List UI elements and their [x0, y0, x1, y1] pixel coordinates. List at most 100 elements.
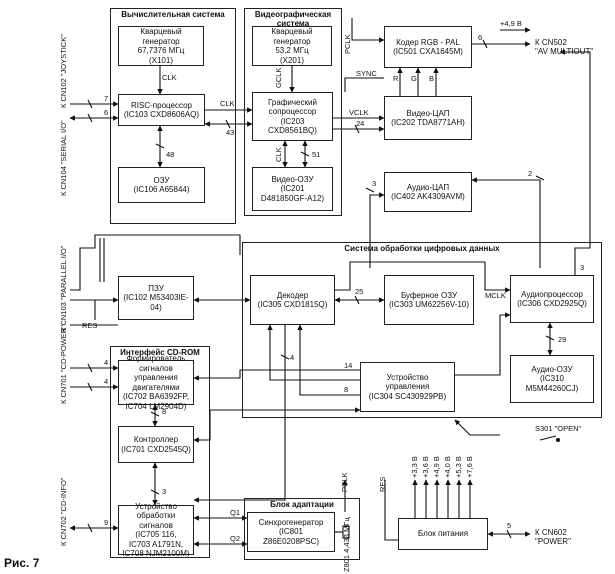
label-n4c: 4 — [104, 377, 109, 386]
block-line: Аудио-ЦАП — [406, 182, 450, 192]
block-line: Видео-ОЗУ — [271, 174, 314, 184]
block-line: Графический — [268, 97, 317, 107]
label-q2: Q2 — [230, 534, 241, 543]
block-line: Формирователь — [126, 354, 186, 363]
block-line: (IC702 BA6392FP, — [122, 392, 190, 401]
block-line: (IC701 CXD2545Q) — [121, 444, 191, 454]
block-line: 67,7376 МГц — [137, 46, 185, 55]
block-line: (IC305 CXD1815Q) — [257, 300, 328, 309]
group-compute: Вычислительная система — [110, 8, 236, 224]
label-clk-vram: CLK — [274, 147, 283, 162]
connector-cn702: К CN702 "CD-INFO" — [59, 477, 68, 546]
connector-cn602: К CN602 "POWER" — [535, 528, 571, 546]
label-gclk: GCLK — [274, 67, 283, 88]
block-line: Декодер — [276, 290, 309, 300]
block-line: Кварцевый генератор — [140, 27, 182, 46]
block-line: Z86E0208PSC) — [262, 536, 320, 546]
block-line: управления — [385, 382, 430, 392]
block-line: Буферное ОЗУ — [400, 290, 458, 300]
block-line: обработки сигналов — [136, 511, 176, 530]
block-line: (IC306 CXD2925Q) — [517, 299, 587, 308]
label-n3c: 3 — [162, 487, 167, 496]
block-line: (IC203 CXD8561BQ) — [268, 116, 317, 136]
block-adac: Аудио-ЦАП(IC402 AK4309AVM) — [384, 172, 472, 212]
block-line: (IC201 — [280, 184, 305, 194]
label-clk-risc: CLK — [162, 73, 177, 82]
connector-line: К CN502 — [535, 38, 567, 47]
label-xtal3: Z801 4,433 МГц — [342, 517, 351, 572]
block-line: Устройство — [135, 501, 177, 511]
block-aproc: Аудиопроцессор(IC306 CXD2925Q) — [510, 275, 594, 323]
group-digital: Система обработки цифровых данных — [242, 242, 602, 418]
group-title: Видеографическая система — [254, 10, 332, 28]
label-mclk: MCLK — [485, 291, 506, 300]
label-n5: 5 — [507, 521, 512, 530]
label-q1: Q1 — [230, 508, 241, 517]
block-line: (IC103 CXD8606AQ) — [123, 110, 200, 119]
group-video: Видеографическая система — [244, 8, 342, 216]
block-line: ОЗУ — [153, 175, 170, 185]
block-line: IC703 A1791N, — [128, 539, 184, 549]
rail-label: +4,0 В — [443, 456, 452, 478]
label-g: G — [411, 74, 417, 83]
block-line: Устройство — [386, 372, 429, 382]
rail-label: +4,9 В — [432, 456, 441, 478]
group-title: Вычислительная система — [121, 10, 225, 19]
group-adapt: Блок адаптации — [244, 498, 360, 560]
label-n48: 48 — [166, 150, 175, 159]
block-line: Синхрогенератор — [258, 517, 324, 527]
label-n3b: 3 — [580, 263, 585, 272]
label-n8b: 8 — [162, 407, 167, 416]
block-line: Видео-ЦАП — [406, 108, 450, 118]
label-clk-gpu: CLK — [220, 99, 235, 108]
block-line: RISC-процессор — [131, 100, 192, 110]
group-title: Блок адаптации — [270, 500, 334, 509]
block-line: D481850GF-A12) — [260, 193, 325, 203]
block-line: IC708 NJM2100M) — [122, 549, 190, 558]
block-line: Кварцевый генератор — [271, 27, 313, 46]
label-n3a: 3 — [372, 179, 377, 188]
label-n43: 43 — [226, 128, 235, 137]
block-line: (IC102 M53403IE-04) — [123, 293, 189, 312]
block-line: Кодер RGB - PAL — [396, 37, 460, 47]
label-v49: +4,9 В — [500, 19, 522, 28]
rail-label: +7,6 В — [465, 456, 474, 478]
label-pclk-top: PCLK — [343, 34, 352, 54]
label-res-left: RES — [82, 321, 98, 330]
connector-cn104: К CN104 "SERIAL I/O" — [59, 120, 68, 196]
block-line: (IC310 M5M44260CJ) — [525, 374, 579, 393]
group-title: Интерфейс CD-ROM — [120, 348, 200, 357]
connector-line: "AV MULTIOUT" — [535, 47, 594, 56]
label-res-bottom: RES — [378, 476, 387, 492]
label-n6b: 6 — [478, 33, 483, 42]
block-vdac: Видео-ЦАП(IC202 TDA8771AH) — [384, 96, 472, 140]
block-line: (IC402 AK4309AVM) — [391, 192, 465, 201]
block-line: (IC501 CXA1645M) — [393, 47, 463, 56]
connector-cn701: К CN701 "CD-POWER" — [59, 325, 68, 404]
label-pclk-bottom: PCLK — [340, 472, 349, 492]
label-n6: 6 — [104, 108, 109, 117]
rail-label: +3,3 В — [410, 456, 419, 478]
rail-label: +5,3 В — [454, 456, 463, 478]
block-line: (IC705 116, — [135, 530, 177, 539]
label-n8a: 8 — [344, 385, 349, 394]
block-line: (X201) — [279, 55, 304, 65]
block-line: (IC303 UM62256V-10) — [388, 300, 470, 309]
label-n25: 25 — [355, 287, 364, 296]
block-line: Аудиопроцессор — [521, 289, 583, 299]
label-vclk: VCLK — [349, 108, 369, 117]
label-n4a: 4 — [290, 353, 295, 362]
block-line: 53,2 МГц — [275, 46, 309, 55]
block-line: (X101) — [148, 55, 173, 65]
block-line: Аудио-ОЗУ — [531, 364, 573, 374]
label-n2: 2 — [528, 169, 533, 178]
block-risc: RISC-процессор(IC103 CXD8606AQ) — [118, 94, 205, 126]
block-cdctrl: Контроллер(IC701 CXD2545Q) — [118, 426, 194, 463]
label-n14: 14 — [344, 361, 353, 370]
